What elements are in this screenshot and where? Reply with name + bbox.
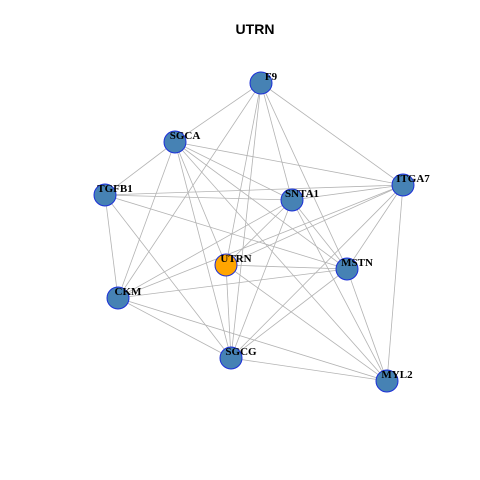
edge-snta1-utrn <box>225 199 293 266</box>
node-itga7: ITGA7 <box>391 173 430 197</box>
node-label-f9: F9 <box>265 71 278 83</box>
edge-itga7-myl2 <box>386 184 404 382</box>
node-circle-itga7 <box>391 173 415 197</box>
edge-mstn-ckm <box>117 268 348 299</box>
edge-sgca-snta1 <box>174 141 293 201</box>
edge-tgfb1-ckm <box>104 194 119 299</box>
edge-sgcg-myl2 <box>230 357 388 382</box>
edge-f9-sgca <box>174 82 262 143</box>
edge-f9-utrn <box>225 82 262 266</box>
node-sgca: SGCA <box>163 130 201 154</box>
edge-snta1-sgcg <box>230 199 293 359</box>
edge-itga7-ckm <box>117 184 404 299</box>
node-circle-tgfb1 <box>93 183 117 207</box>
node-circle-utrn <box>214 253 238 277</box>
node-circle-ckm <box>106 286 130 310</box>
node-label-sgcg: SGCG <box>225 346 257 358</box>
node-label-mstn: MSTN <box>341 257 373 269</box>
edge-ckm-myl2 <box>117 297 388 382</box>
edge-utrn-myl2 <box>225 264 388 382</box>
edge-snta1-myl2 <box>291 199 388 382</box>
node-label-itga7: ITGA7 <box>396 173 430 185</box>
node-ckm: CKM <box>106 286 143 310</box>
node-label-myl2: MYL2 <box>381 369 413 381</box>
edge-f9-ckm <box>117 82 262 299</box>
graph-title: UTRN <box>235 21 275 37</box>
node-circle-myl2 <box>375 369 399 393</box>
edge-tgfb1-sgcg <box>104 194 232 359</box>
edge-tgfb1-mstn <box>104 194 348 270</box>
node-mstn: MSTN <box>335 257 373 281</box>
node-circle-sgcg <box>219 346 243 370</box>
edge-itga7-sgcg <box>230 184 404 359</box>
node-utrn: UTRN <box>214 253 252 277</box>
edge-f9-sgcg <box>230 82 262 359</box>
edge-sgca-tgfb1 <box>104 141 176 196</box>
edge-f9-mstn <box>260 82 348 270</box>
node-f9: F9 <box>249 71 278 95</box>
edge-utrn-sgcg <box>225 264 232 359</box>
edge-sgca-itga7 <box>174 141 404 186</box>
node-circle-sgca <box>163 130 187 154</box>
edge-sgca-utrn <box>174 141 227 266</box>
edge-sgca-ckm <box>117 141 176 299</box>
edge-snta1-itga7 <box>291 184 404 201</box>
edge-utrn-mstn <box>225 264 348 270</box>
node-label-utrn: UTRN <box>220 253 251 265</box>
edge-mstn-myl2 <box>346 268 388 382</box>
edge-snta1-mstn <box>291 199 348 270</box>
edge-sgca-myl2 <box>174 141 388 382</box>
edge-f9-snta1 <box>260 82 293 201</box>
edge-snta1-ckm <box>117 199 293 299</box>
edge-tgfb1-snta1 <box>104 194 293 201</box>
edge-f9-itga7 <box>260 82 404 186</box>
node-tgfb1: TGFB1 <box>93 183 133 207</box>
node-circle-mstn <box>335 257 359 281</box>
edge-layer <box>104 82 404 382</box>
edge-itga7-utrn <box>225 184 404 266</box>
edge-tgfb1-itga7 <box>104 184 404 196</box>
node-sgcg: SGCG <box>219 346 257 370</box>
node-circle-snta1 <box>280 188 304 212</box>
edge-ckm-sgcg <box>117 297 232 359</box>
node-label-sgca: SGCA <box>170 130 201 142</box>
edge-sgca-mstn <box>174 141 348 270</box>
node-label-ckm: CKM <box>115 286 143 298</box>
edge-mstn-sgcg <box>230 268 348 359</box>
edge-itga7-mstn <box>346 184 404 270</box>
node-label-tgfb1: TGFB1 <box>97 183 132 195</box>
node-myl2: MYL2 <box>375 369 413 393</box>
node-circle-f9 <box>249 71 273 95</box>
node-label-snta1: SNTA1 <box>285 188 319 200</box>
node-snta1: SNTA1 <box>280 188 319 212</box>
